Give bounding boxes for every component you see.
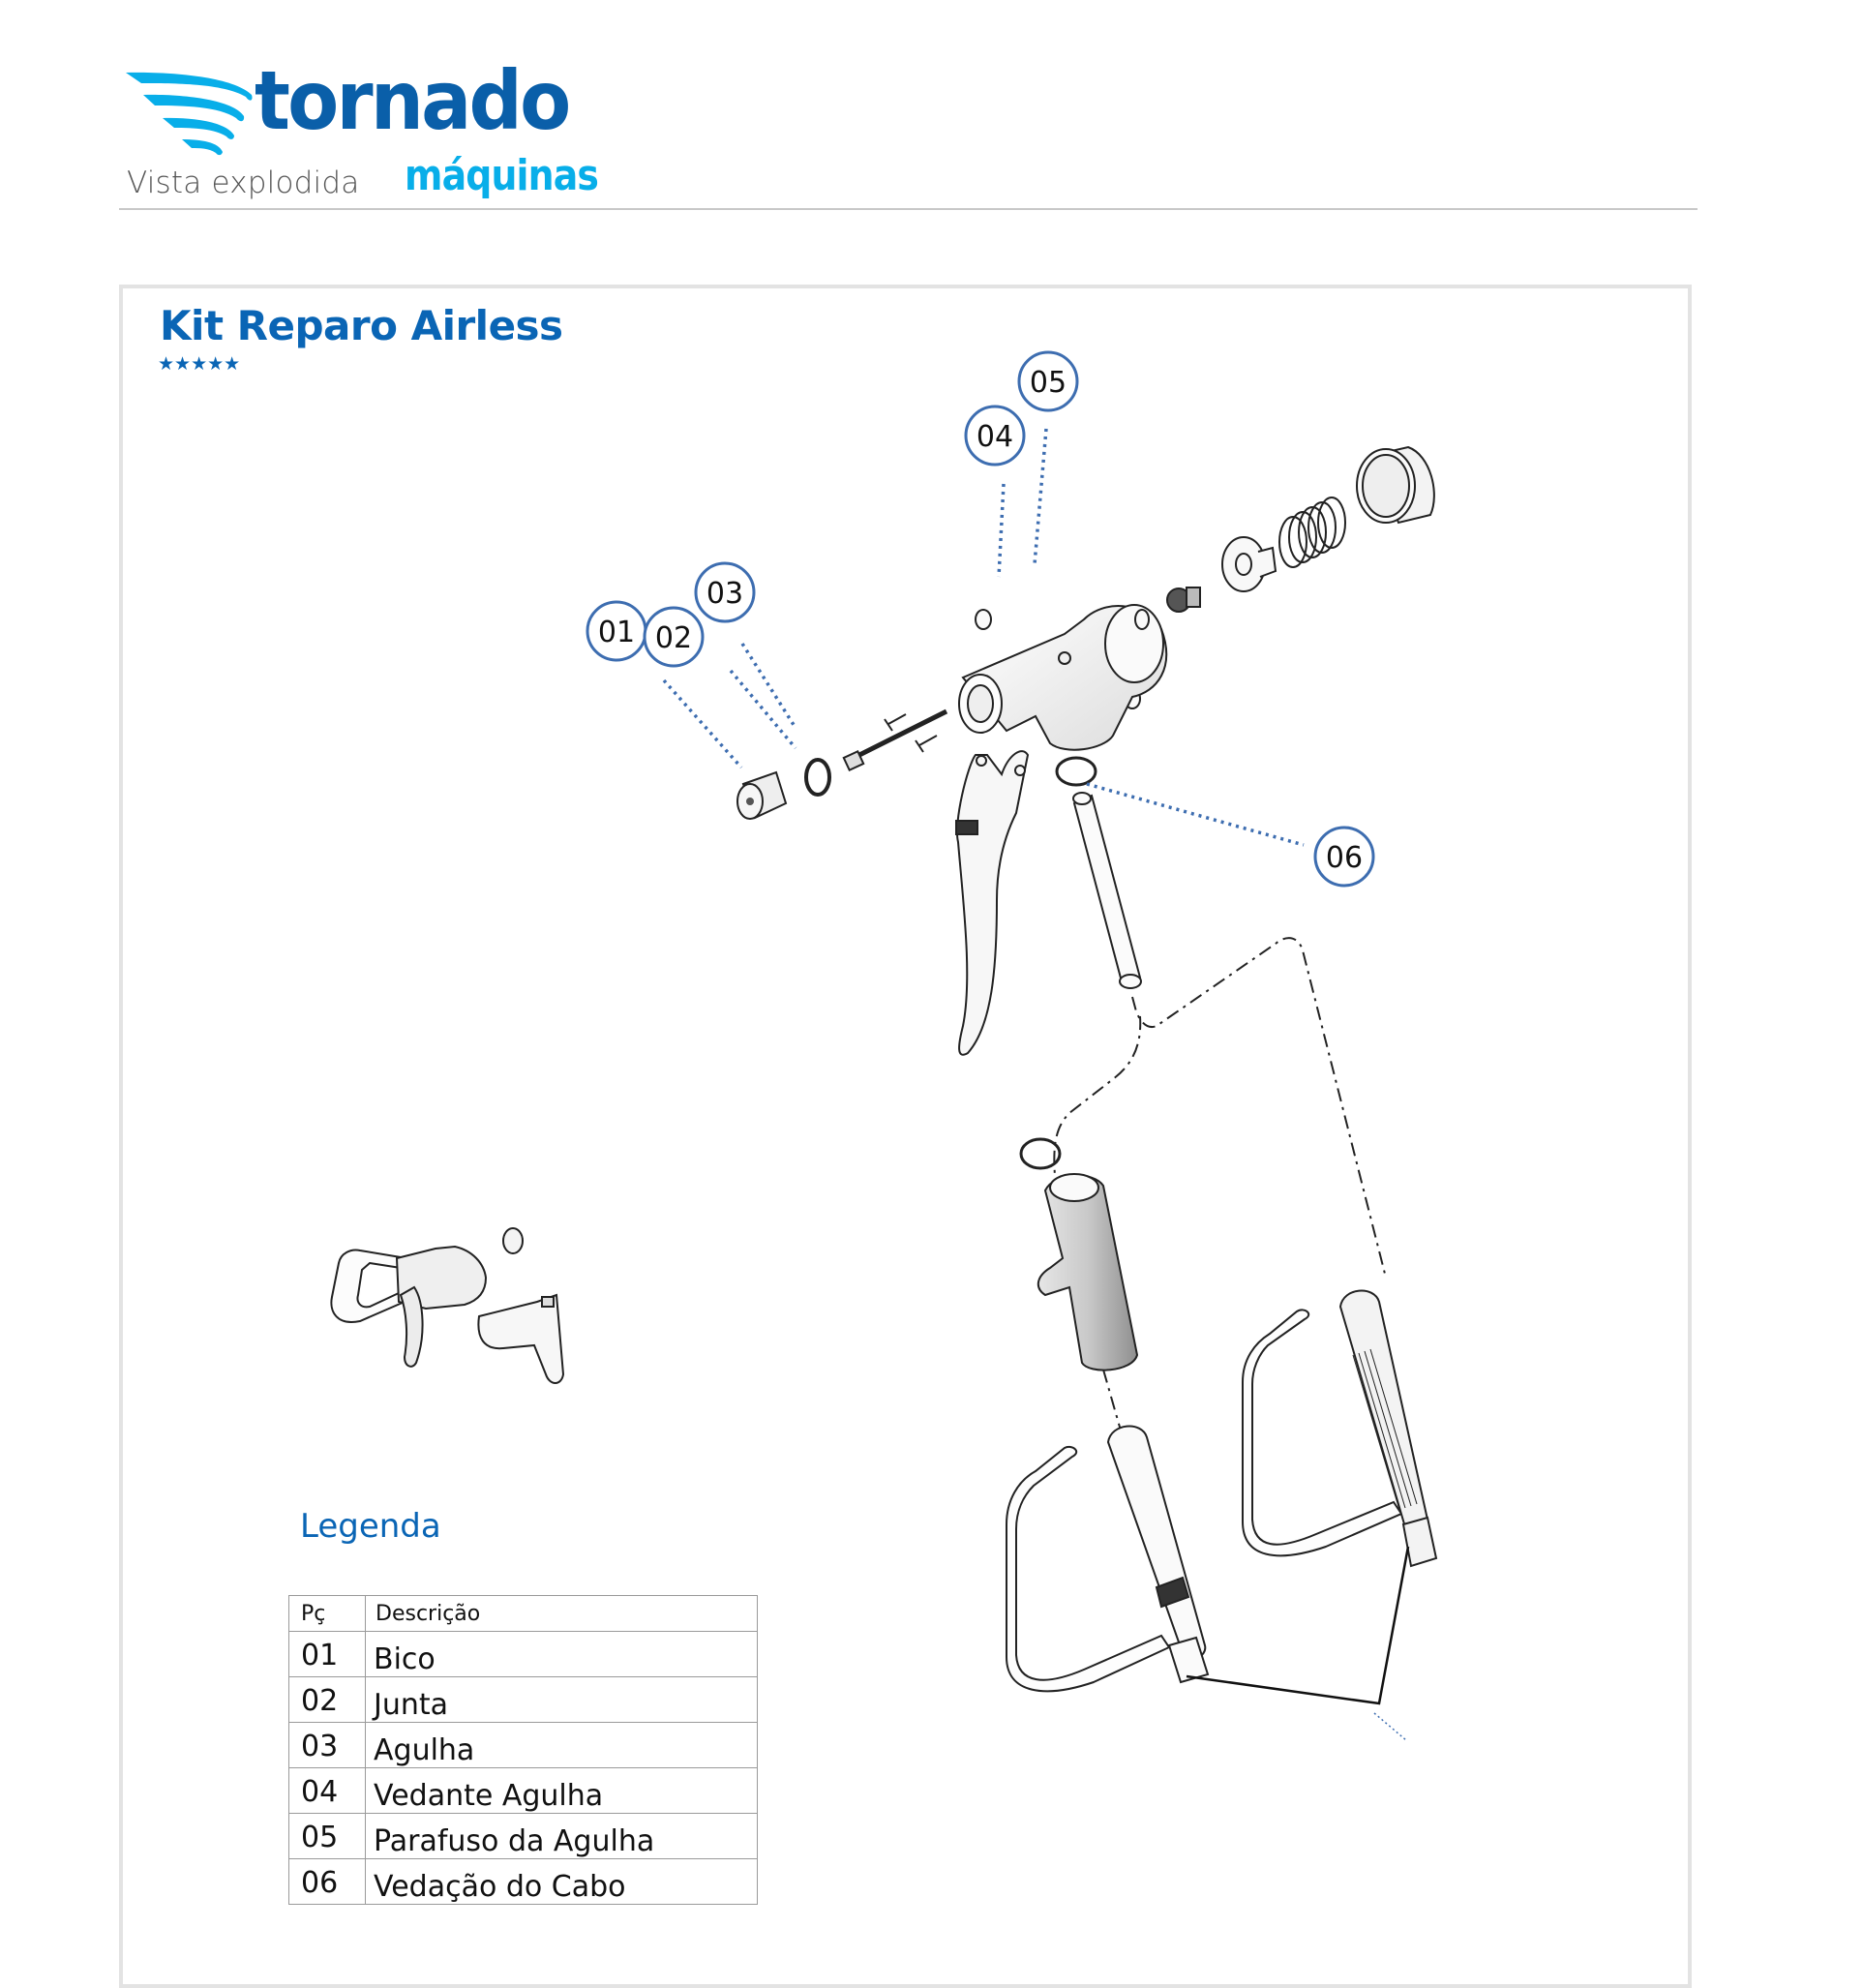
table-row: 03 Agulha [288, 1722, 758, 1768]
callout-label: 03 [706, 577, 743, 611]
panel-title: Kit Reparo Airless [160, 302, 563, 349]
part-handle-guard-left [1006, 1446, 1171, 1693]
callout-label: 04 [977, 420, 1013, 454]
leader-04 [997, 483, 1006, 578]
table-row: 02 Junta [288, 1676, 758, 1723]
inset-tip-guard [330, 1227, 565, 1384]
table-row: 04 Vedante Agulha [288, 1767, 758, 1814]
callout-02: 02 [643, 606, 705, 668]
leader-05 [1033, 428, 1048, 565]
part-flange-washer [1221, 536, 1277, 592]
part-description: Agulha [365, 1722, 758, 1768]
part-filter [1072, 792, 1142, 989]
callout-label: 02 [655, 621, 692, 655]
page-subtitle: Vista explodida [127, 166, 360, 200]
part-number: 04 [288, 1767, 366, 1814]
callouts: 01 02 03 04 05 06 [586, 350, 1375, 888]
part-handle-tube-right [1338, 1289, 1438, 1568]
part-needle [842, 708, 948, 772]
part-needle-nut [1166, 587, 1201, 613]
part-number: 06 [288, 1858, 366, 1905]
part-end-cap [1356, 445, 1435, 525]
connector-lines [1186, 1546, 1410, 1705]
legend-header-row: Pç Descrição [288, 1595, 758, 1632]
header-divider [119, 208, 1698, 210]
callout-label: 05 [1030, 366, 1067, 400]
part-handle-sleeve [1037, 1173, 1139, 1371]
part-number: 01 [288, 1631, 366, 1677]
part-sleeve-ring [1019, 1137, 1062, 1170]
part-handle-tube-left [1106, 1425, 1210, 1684]
callout-leaders [662, 428, 1305, 847]
leader-03 [740, 643, 797, 729]
part-gasket [804, 758, 831, 797]
brand-tagline: máquinas [405, 151, 599, 200]
part-handle-guard-right [1242, 1309, 1403, 1557]
callout-03: 03 [694, 561, 756, 623]
table-row: 05 Parafuso da Agulha [288, 1813, 758, 1859]
part-description: Bico [365, 1631, 758, 1677]
table-row: 01 Bico [288, 1631, 758, 1677]
rating-stars: ★★★★★ [158, 353, 241, 375]
callout-01: 01 [586, 600, 647, 662]
part-tip [736, 770, 788, 820]
part-number: 03 [288, 1722, 366, 1768]
part-number: 02 [288, 1676, 366, 1723]
table-row: 06 Vedação do Cabo [288, 1858, 758, 1905]
part-seal-washer [1134, 609, 1150, 630]
callout-06: 06 [1313, 826, 1375, 888]
leader-06 [1086, 782, 1305, 847]
part-description: Vedante Agulha [365, 1767, 758, 1814]
leader-02 [729, 669, 797, 750]
legend-table: Pç Descrição 01 Bico 02 Junta 03 Agulha … [288, 1595, 758, 1905]
leader-01 [662, 678, 743, 769]
part-number: 05 [288, 1813, 366, 1859]
callout-04: 04 [964, 405, 1026, 467]
legend-title: Legenda [300, 1507, 441, 1546]
brand-logo-text: tornado [255, 53, 571, 148]
connector-tail [1373, 1712, 1407, 1741]
part-gun-body [958, 604, 1168, 751]
column-header-pc: Pç [288, 1595, 366, 1632]
callout-05: 05 [1017, 350, 1079, 412]
callout-label: 01 [598, 616, 635, 649]
part-spring [1278, 497, 1346, 568]
part-description: Parafuso da Agulha [365, 1813, 758, 1859]
part-description: Vedação do Cabo [365, 1858, 758, 1905]
column-header-description: Descrição [365, 1595, 758, 1632]
part-oring [1055, 756, 1097, 787]
tornado-swirl-icon [126, 72, 253, 156]
part-description: Junta [365, 1676, 758, 1723]
part-trigger [955, 750, 1030, 1056]
callout-label: 06 [1326, 841, 1363, 875]
